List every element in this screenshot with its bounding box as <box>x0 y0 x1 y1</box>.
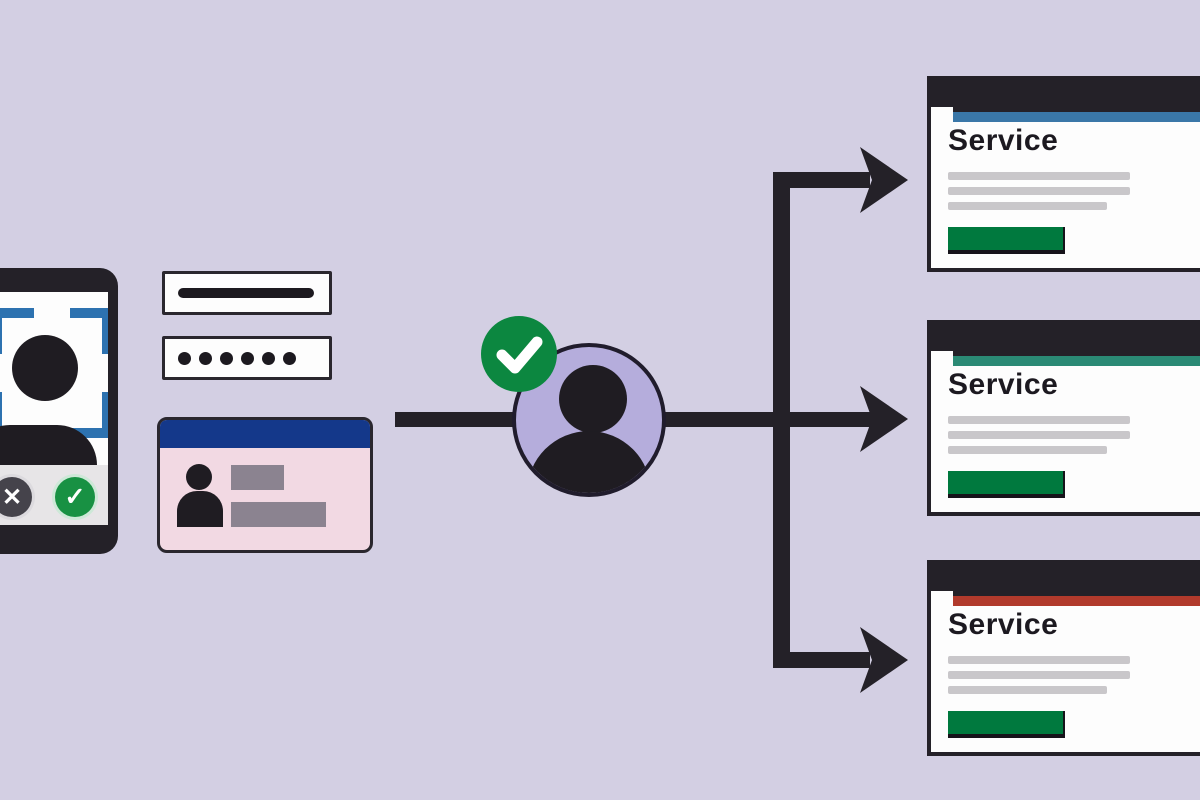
browser-chrome-bar <box>931 80 1200 112</box>
browser-tab <box>931 107 953 122</box>
placeholder-text-bar <box>948 431 1130 439</box>
user-silhouette-icon <box>559 365 627 433</box>
user-silhouette-icon <box>12 335 78 401</box>
scan-corner-bracket-icon <box>70 392 108 438</box>
check-icon: ✓ <box>64 483 86 511</box>
accept-button[interactable]: ✓ <box>55 477 95 517</box>
placeholder-text-bar <box>948 187 1130 195</box>
password-input[interactable] <box>162 336 332 380</box>
id-card <box>157 417 373 553</box>
id-card-photo-icon <box>186 464 212 490</box>
service-card-2: Service <box>927 320 1200 516</box>
password-dot <box>241 352 254 365</box>
x-icon: ✕ <box>1 483 23 511</box>
service-action-button[interactable] <box>948 227 1065 254</box>
service-action-button[interactable] <box>948 471 1065 498</box>
scan-corner-bracket-icon <box>0 308 34 354</box>
reject-button[interactable]: ✕ <box>0 477 32 517</box>
id-card-header-band <box>160 420 370 448</box>
browser-chrome-bar <box>931 564 1200 596</box>
service-title: Service <box>948 368 1059 401</box>
id-card-photo-icon <box>177 491 223 527</box>
scan-action-bar: ✕ ✓ <box>0 465 108 525</box>
face-scan-viewport <box>0 292 108 515</box>
connector-branch-line <box>773 652 870 668</box>
username-value-bar <box>178 288 314 298</box>
password-dot <box>283 352 296 365</box>
password-dot <box>220 352 233 365</box>
id-card-text-bar <box>231 502 326 527</box>
service-card-1: Service <box>927 76 1200 272</box>
service-title: Service <box>948 608 1059 641</box>
id-card-text-bar <box>231 465 284 490</box>
service-accent-strip <box>953 112 1200 122</box>
check-icon <box>496 336 543 374</box>
service-accent-strip <box>953 596 1200 606</box>
browser-chrome-bar <box>931 324 1200 356</box>
scan-corner-bracket-icon <box>70 308 108 354</box>
connector-branch-line <box>773 172 870 188</box>
placeholder-text-bar <box>948 172 1130 180</box>
phone-screen: ✕ ✓ <box>0 292 108 525</box>
username-input[interactable] <box>162 271 332 315</box>
placeholder-text-bar <box>948 671 1130 679</box>
placeholder-text-bar <box>948 416 1130 424</box>
placeholder-text-bar <box>948 656 1130 664</box>
password-dot <box>262 352 275 365</box>
password-dot <box>178 352 191 365</box>
password-dot <box>199 352 212 365</box>
service-card-3: Service <box>927 560 1200 756</box>
user-silhouette-icon <box>527 431 651 493</box>
browser-tab <box>931 591 953 606</box>
verified-check-badge-icon <box>481 316 557 392</box>
placeholder-text-bar <box>948 686 1107 694</box>
phone-device: ✕ ✓ <box>0 268 118 554</box>
browser-tab <box>931 351 953 366</box>
service-title: Service <box>948 124 1059 157</box>
service-action-button[interactable] <box>948 711 1065 738</box>
placeholder-text-bar <box>948 202 1107 210</box>
placeholder-text-bar <box>948 446 1107 454</box>
password-dots <box>178 352 296 365</box>
service-accent-strip <box>953 356 1200 366</box>
